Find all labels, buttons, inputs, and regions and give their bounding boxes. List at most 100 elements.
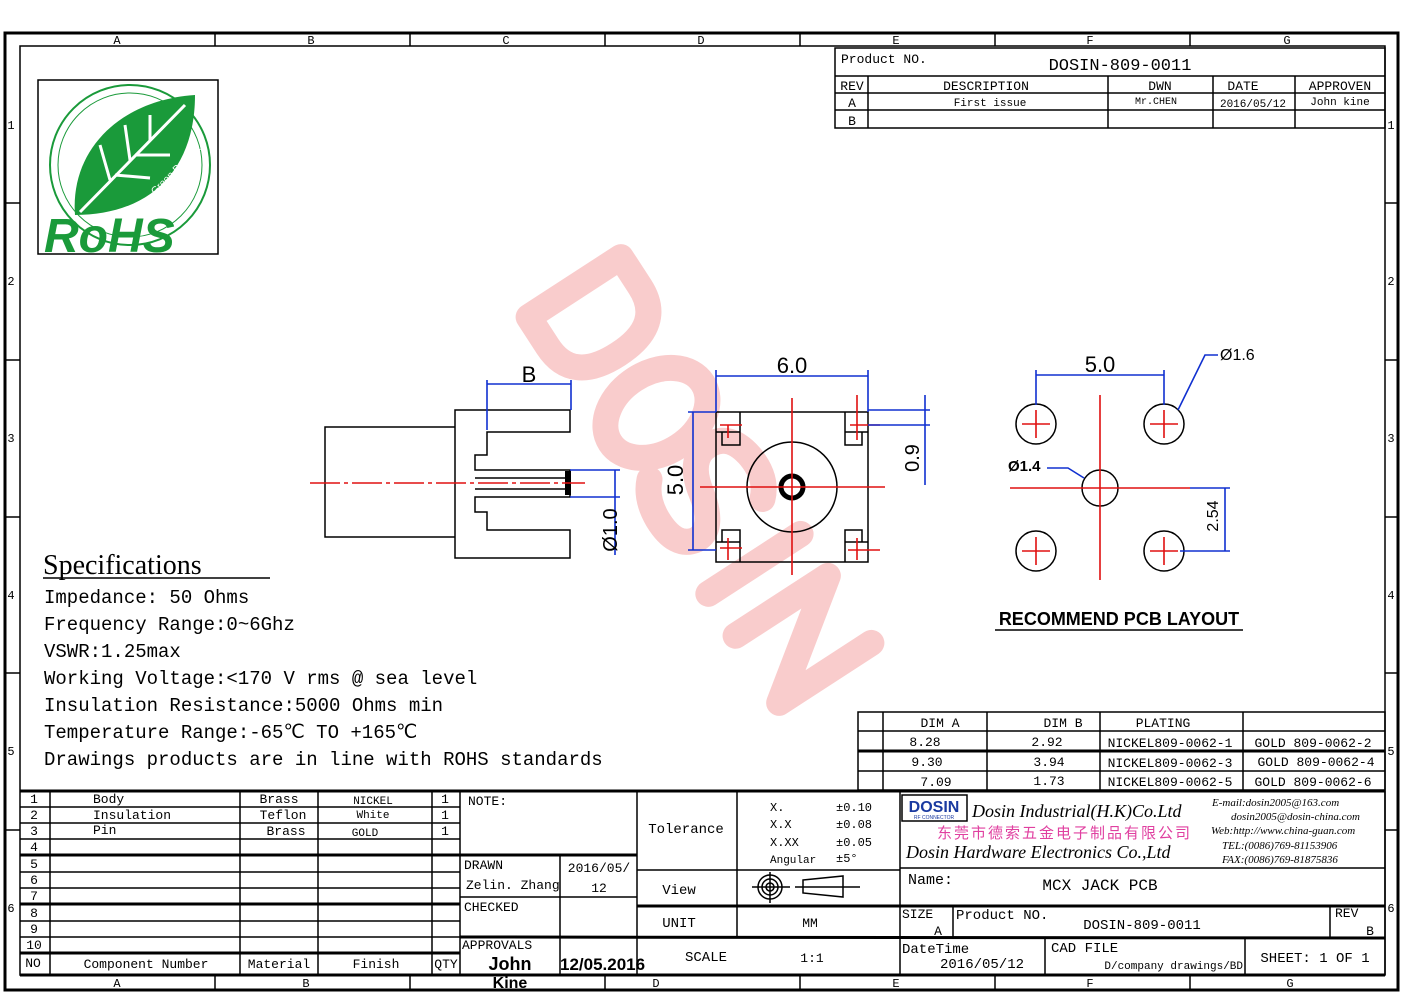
top-view: 6.0 5.0 0.9: [663, 353, 930, 575]
svg-text:Teflon: Teflon: [260, 808, 307, 823]
svg-text:4: 4: [30, 840, 38, 855]
svg-text:B: B: [1366, 924, 1374, 939]
svg-text:1:1: 1:1: [800, 951, 824, 966]
svg-text:DESCRIPTION: DESCRIPTION: [943, 79, 1029, 94]
svg-text:SIZE: SIZE: [902, 907, 933, 922]
svg-text:DOSIN-809-0011: DOSIN-809-0011: [1049, 57, 1192, 76]
svg-text:E-mail:dosin2005@163.com: E-mail:dosin2005@163.com: [1211, 797, 1339, 809]
svg-text:1: 1: [441, 792, 449, 807]
svg-text:Ø1.6: Ø1.6: [1220, 347, 1255, 364]
svg-text:SHEET: 1 OF 1: SHEET: 1 OF 1: [1260, 951, 1369, 967]
approval-date: 12/05.2016: [560, 955, 645, 974]
row-labels: 12 34 56 12 34 56: [7, 119, 1394, 916]
svg-text:Ø1.0: Ø1.0: [600, 508, 622, 551]
svg-text:4: 4: [7, 589, 14, 603]
svg-text:B: B: [307, 34, 314, 48]
svg-text:Brass: Brass: [259, 792, 298, 807]
svg-text:NICKEL809-0062-1: NICKEL809-0062-1: [1108, 736, 1233, 751]
svg-text:Dosin Hardware Electronics Co.: Dosin Hardware Electronics Co.,Ltd: [905, 842, 1171, 862]
svg-text:C: C: [502, 34, 509, 48]
svg-text:F: F: [1086, 977, 1093, 991]
svg-text:5: 5: [7, 745, 14, 759]
svg-text:1: 1: [1387, 119, 1394, 133]
svg-text:GOLD 809-0062-6: GOLD 809-0062-6: [1254, 775, 1371, 790]
svg-text:APPROVALS: APPROVALS: [462, 938, 532, 953]
svg-text:1: 1: [7, 119, 14, 133]
svg-text:QTY: QTY: [434, 957, 458, 972]
svg-text:Brass: Brass: [266, 824, 305, 839]
svg-text:1: 1: [30, 792, 38, 807]
svg-text:dosin2005@dosin-china.com: dosin2005@dosin-china.com: [1231, 811, 1360, 823]
spec-line: Drawings products are in line with ROHS …: [44, 749, 603, 771]
svg-text:X.X: X.X: [770, 818, 792, 832]
svg-text:4: 4: [1387, 589, 1394, 603]
svg-text:APPROVEN: APPROVEN: [1309, 79, 1371, 94]
svg-text:DRAWN: DRAWN: [464, 858, 503, 873]
svg-text:SCALE: SCALE: [685, 950, 727, 966]
svg-text:Product NO.: Product NO.: [956, 908, 1048, 924]
svg-text:John kine: John kine: [1310, 97, 1369, 109]
svg-text:G: G: [1286, 977, 1293, 991]
spec-line: VSWR:1.25max: [44, 641, 181, 663]
svg-text:DOSIN-809-0011: DOSIN-809-0011: [1083, 918, 1201, 934]
svg-text:Insulation: Insulation: [93, 808, 171, 823]
svg-text:MM: MM: [802, 916, 818, 931]
spec-line: Frequency Range:0~6Ghz: [44, 614, 295, 636]
spec-line: Working Voltage:<170 V rms @ sea level: [44, 668, 477, 690]
svg-text:Kine: Kine: [493, 975, 528, 992]
svg-text:Name:: Name:: [908, 872, 953, 889]
svg-text:12: 12: [591, 881, 607, 896]
svg-text:NICKEL: NICKEL: [353, 796, 393, 808]
svg-text:±0.08: ±0.08: [836, 818, 872, 832]
svg-text:A: A: [113, 34, 121, 48]
svg-text:B: B: [522, 362, 537, 387]
svg-text:G: G: [1283, 34, 1290, 48]
svg-text:DateTime: DateTime: [902, 942, 969, 958]
title-block-lines: [20, 789, 1386, 977]
svg-text:NO: NO: [25, 956, 41, 971]
svg-text:FAX:(0086)769-81875836: FAX:(0086)769-81875836: [1221, 854, 1338, 866]
svg-text:DWN: DWN: [1148, 79, 1171, 94]
pcb-title: RECOMMEND PCB LAYOUT: [999, 609, 1239, 629]
svg-text:6.0: 6.0: [777, 353, 808, 378]
svg-text:A: A: [113, 977, 121, 991]
svg-text:GOLD 809-0062-2: GOLD 809-0062-2: [1254, 736, 1371, 751]
svg-text:1: 1: [441, 808, 449, 823]
svg-text:2016/05/12: 2016/05/12: [940, 957, 1024, 973]
svg-text:±5°: ±5°: [836, 852, 858, 866]
spec-line: Insulation Resistance:5000 Ohms min: [44, 695, 443, 717]
svg-text:3: 3: [7, 432, 14, 446]
svg-text:DIM B: DIM B: [1043, 716, 1082, 731]
company-block: DOSIN RF CONNECTOR Dosin Industrial(H.K)…: [901, 794, 1360, 866]
svg-text:Product NO.: Product NO.: [841, 52, 927, 67]
revision-row: B: [848, 114, 856, 129]
svg-text:D: D: [652, 977, 659, 991]
svg-text:X.XX: X.XX: [770, 836, 799, 850]
dosin-logo: [901, 794, 968, 822]
svg-text:GOLD: GOLD: [352, 828, 379, 840]
svg-text:东莞市德索五金电子制品有限公司: 东莞市德索五金电子制品有限公司: [937, 824, 1192, 842]
specifications-title: Specifications: [43, 550, 202, 581]
svg-text:Mr.CHEN: Mr.CHEN: [1135, 97, 1177, 108]
svg-text:DIM A: DIM A: [920, 716, 959, 731]
svg-text:1.73: 1.73: [1033, 774, 1064, 789]
svg-text:Tolerance: Tolerance: [648, 822, 724, 838]
svg-text:White: White: [356, 810, 389, 822]
svg-text:NOTE:: NOTE:: [468, 794, 507, 809]
svg-text:Web:http://www.china-guan.com: Web:http://www.china-guan.com: [1211, 825, 1355, 837]
svg-text:PLATING: PLATING: [1136, 716, 1191, 731]
svg-text:±0.10: ±0.10: [836, 801, 872, 815]
svg-text:GOLD 809-0062-4: GOLD 809-0062-4: [1257, 755, 1374, 770]
svg-text:Dosin Industrial(H.K)Co.Ltd: Dosin Industrial(H.K)Co.Ltd: [971, 801, 1183, 822]
svg-text:10: 10: [26, 938, 42, 953]
svg-text:2.54: 2.54: [1205, 500, 1222, 531]
svg-text:3: 3: [30, 824, 38, 839]
projection-view-icon: [752, 872, 860, 903]
svg-text:View: View: [662, 883, 696, 899]
